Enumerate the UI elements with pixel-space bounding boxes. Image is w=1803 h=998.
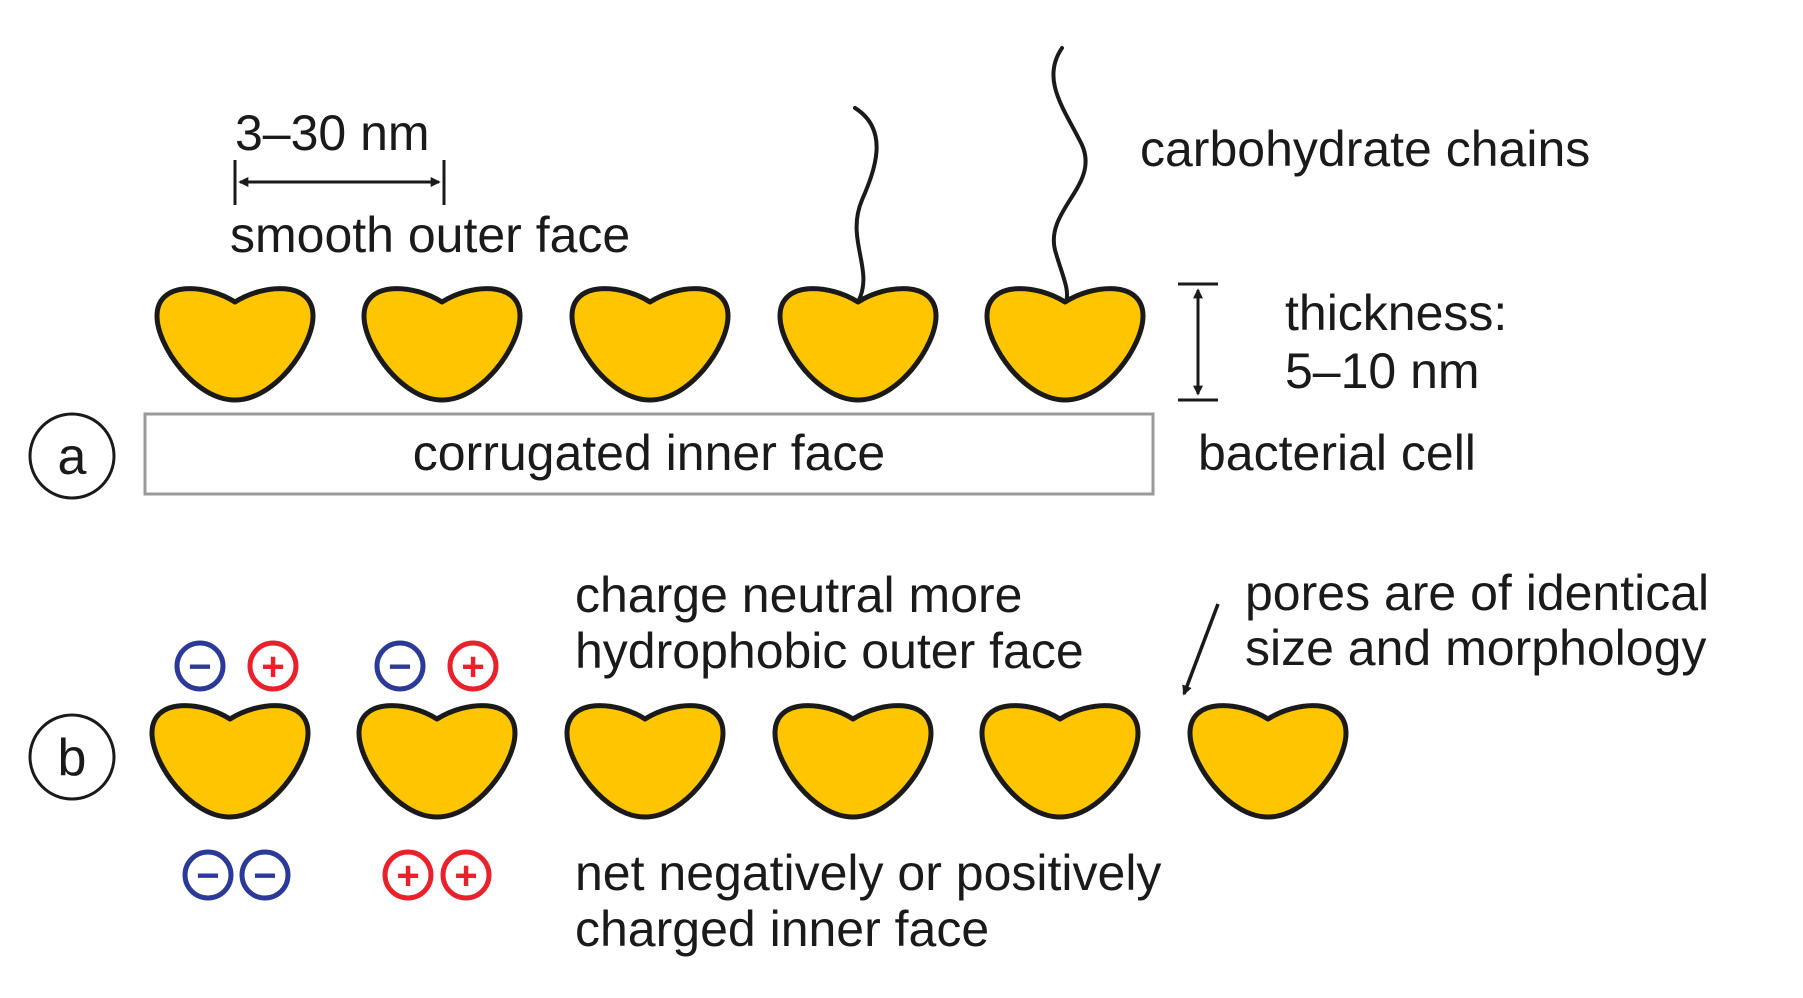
svg-text:+: + — [261, 645, 284, 689]
outer-face-b-line2: hydrophobic outer face — [575, 623, 1084, 679]
subunit-b-2 — [359, 706, 515, 817]
subunit-a-3 — [572, 289, 728, 400]
thickness-dimension-arrow — [1178, 282, 1218, 402]
outer-face-label: smooth outer face — [230, 207, 630, 263]
charge-negative-icon: − — [239, 849, 291, 901]
panel-b: b charge neutral more hydrophobic outer … — [28, 565, 1709, 957]
charge-pair-bottom-negative: − − — [182, 849, 291, 901]
svg-text:−: − — [188, 645, 211, 689]
charge-negative-icon: − — [182, 849, 234, 901]
subunit-a-5 — [987, 289, 1143, 400]
charge-pair-top-1: − + — [174, 640, 299, 692]
width-dimension-label: 3–30 nm — [235, 105, 430, 161]
panel-a-label: a — [58, 428, 87, 486]
bacterial-cell-label: bacterial cell — [1198, 425, 1476, 481]
charge-positive-icon: + — [440, 849, 492, 901]
svg-text:−: − — [388, 645, 411, 689]
subunit-b-4 — [775, 706, 931, 817]
thickness-label-line1: thickness: — [1285, 285, 1507, 341]
subunit-b-5 — [982, 706, 1138, 817]
charge-positive-icon: + — [382, 849, 434, 901]
svg-text:+: + — [461, 645, 484, 689]
charge-positive-icon: + — [247, 640, 299, 692]
charge-pair-top-2: − + — [374, 640, 499, 692]
subunit-b-1 — [152, 706, 308, 817]
thickness-label-line2: 5–10 nm — [1285, 343, 1480, 399]
inner-face-box — [143, 412, 1155, 496]
subunit-a-1 — [157, 289, 313, 400]
outer-face-b-line1: charge neutral more — [575, 567, 1022, 623]
subunit-b-3 — [567, 706, 723, 817]
pores-pointer-arrow — [1182, 603, 1220, 696]
subunit-b-6 — [1190, 706, 1346, 817]
inner-face-label: corrugated inner face — [413, 425, 886, 481]
width-dimension-arrow — [233, 160, 446, 205]
panel-b-badge: b — [28, 713, 116, 801]
svg-text:−: − — [196, 854, 219, 898]
svg-text:+: + — [454, 854, 477, 898]
charge-negative-icon: − — [374, 640, 426, 692]
charge-negative-icon: − — [174, 640, 226, 692]
svg-text:−: − — [253, 854, 276, 898]
carbohydrate-chain-2 — [1051, 46, 1088, 304]
inner-face-b-line1: net negatively or positively — [575, 845, 1161, 901]
pores-label-line1: pores are of identical — [1245, 565, 1709, 621]
panel-a-badge: a — [28, 412, 116, 500]
inner-face-b-line2: charged inner face — [575, 901, 989, 957]
svg-text:+: + — [396, 854, 419, 898]
charge-positive-icon: + — [447, 640, 499, 692]
subunit-a-4 — [780, 289, 936, 400]
panel-a: a 3–30 nm smooth outer face carbohydrate… — [28, 46, 1590, 500]
charge-pair-bottom-positive: + + — [382, 849, 492, 901]
panel-b-label: b — [58, 729, 87, 787]
carbohydrate-chains-label: carbohydrate chains — [1140, 121, 1590, 177]
pores-label-line2: size and morphology — [1245, 620, 1706, 676]
subunit-a-2 — [364, 289, 520, 400]
carbohydrate-chain-1 — [853, 106, 879, 304]
